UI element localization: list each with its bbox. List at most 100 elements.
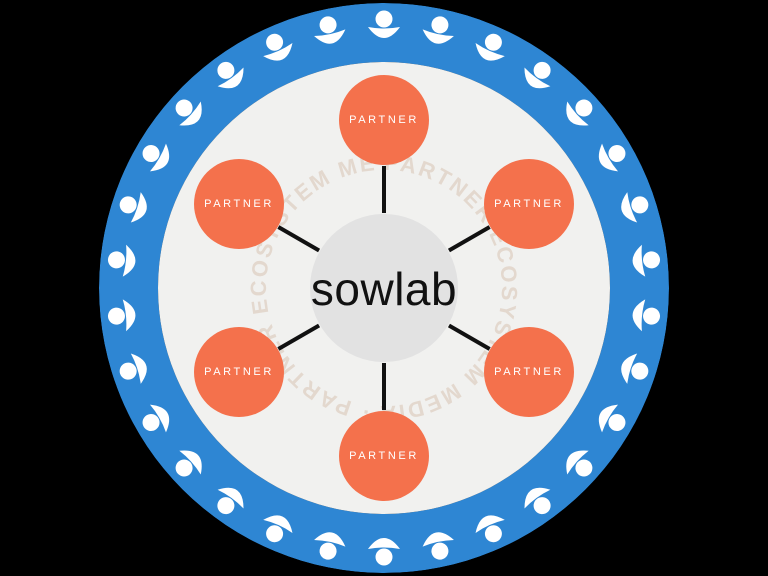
partner-node-group: PARTNER PARTNER PARTNER PARTNER PARTNER PARTN… <box>194 75 574 501</box>
person-icon <box>142 143 170 172</box>
person-head <box>608 145 626 162</box>
person-body <box>179 450 202 475</box>
person-body <box>130 353 147 384</box>
partner-circle[interactable] <box>194 159 284 249</box>
person-head <box>375 548 393 566</box>
person-icon <box>632 299 661 332</box>
person-head <box>107 251 125 269</box>
partner-label: PARTNER <box>494 198 564 210</box>
person-icon <box>217 61 244 89</box>
person-body <box>179 101 202 126</box>
person-icon <box>368 10 400 38</box>
person-body <box>524 67 551 89</box>
person-icon <box>632 244 661 277</box>
person-body <box>598 404 619 433</box>
person-body <box>122 299 136 332</box>
partner-circle[interactable] <box>484 327 574 417</box>
person-body <box>566 450 589 475</box>
person-body <box>621 353 638 384</box>
partner-label: PARTNER <box>204 366 274 378</box>
partner-node-partner-lower-right[interactable]: PARTNER <box>484 327 574 417</box>
person-icon <box>142 404 170 433</box>
partner-node-partner-top[interactable]: PARTNER <box>339 75 429 165</box>
person-icon <box>175 99 202 126</box>
center-circle <box>310 214 458 362</box>
person-head <box>631 362 649 380</box>
person-body <box>598 143 619 172</box>
person-head <box>319 16 337 34</box>
person-head <box>431 542 449 560</box>
person-icon <box>621 192 649 223</box>
person-body <box>524 487 551 509</box>
person-body <box>263 515 293 533</box>
person-icon <box>263 515 293 543</box>
partner-node-partner-upper-left[interactable]: PARTNER <box>194 159 284 249</box>
person-body <box>149 143 170 172</box>
person-icon <box>368 538 400 566</box>
partner-circle[interactable] <box>339 411 429 501</box>
connector-group <box>277 166 491 410</box>
person-head <box>266 33 284 51</box>
partner-node-partner-upper-right[interactable]: PARTNER <box>484 159 574 249</box>
person-body <box>422 29 454 44</box>
partner-label: PARTNER <box>204 198 274 210</box>
person-head <box>631 196 649 214</box>
person-icon <box>314 16 346 44</box>
person-body <box>263 43 293 61</box>
person-body <box>475 43 505 61</box>
person-head <box>142 414 160 431</box>
person-icon <box>524 61 551 89</box>
person-icon <box>621 353 649 384</box>
person-head <box>266 525 284 543</box>
person-body <box>130 192 147 223</box>
person-body <box>632 299 646 332</box>
person-head <box>175 459 193 477</box>
connector-line-partner-upper-right <box>447 225 491 253</box>
partner-node-partner-lower-left[interactable]: PARTNER <box>194 327 284 417</box>
person-icon <box>217 487 244 515</box>
partner-circle[interactable] <box>339 75 429 165</box>
person-head <box>575 459 593 477</box>
person-icon <box>422 16 454 44</box>
person-icon <box>598 404 626 433</box>
person-head <box>643 251 661 269</box>
partner-circle[interactable] <box>194 327 284 417</box>
person-icon <box>598 143 626 172</box>
person-body <box>149 404 170 433</box>
person-head <box>643 307 661 325</box>
person-head <box>375 10 393 28</box>
person-icon <box>314 532 346 560</box>
person-head <box>217 61 235 79</box>
partner-label: PARTNER <box>494 366 564 378</box>
person-head <box>533 497 551 515</box>
person-head <box>575 99 593 117</box>
center-hub[interactable]: sowlab <box>310 214 458 362</box>
person-body <box>314 532 346 547</box>
person-head <box>484 525 502 543</box>
person-head <box>142 145 160 162</box>
person-body <box>368 538 400 549</box>
person-icon <box>263 33 293 61</box>
person-icon <box>119 192 147 223</box>
person-head <box>217 497 235 515</box>
partner-circle[interactable] <box>484 159 574 249</box>
partner-label: PARTNER <box>349 450 419 462</box>
person-icon <box>475 33 505 61</box>
person-icon <box>175 450 202 477</box>
person-head <box>107 307 125 325</box>
partner-node-partner-bottom[interactable]: PARTNER <box>339 411 429 501</box>
person-body <box>566 101 589 126</box>
partner-label: PARTNER <box>349 114 419 126</box>
person-body <box>217 487 244 509</box>
connector-line-partner-upper-left <box>277 225 321 253</box>
person-icon <box>119 353 147 384</box>
person-icon <box>566 450 593 477</box>
person-body <box>621 192 638 223</box>
connector-line-partner-lower-right <box>447 323 491 351</box>
person-body <box>314 29 346 44</box>
person-body <box>475 515 505 533</box>
person-body <box>122 244 136 277</box>
ring-person-glyph-group <box>107 10 661 566</box>
person-head <box>608 414 626 431</box>
